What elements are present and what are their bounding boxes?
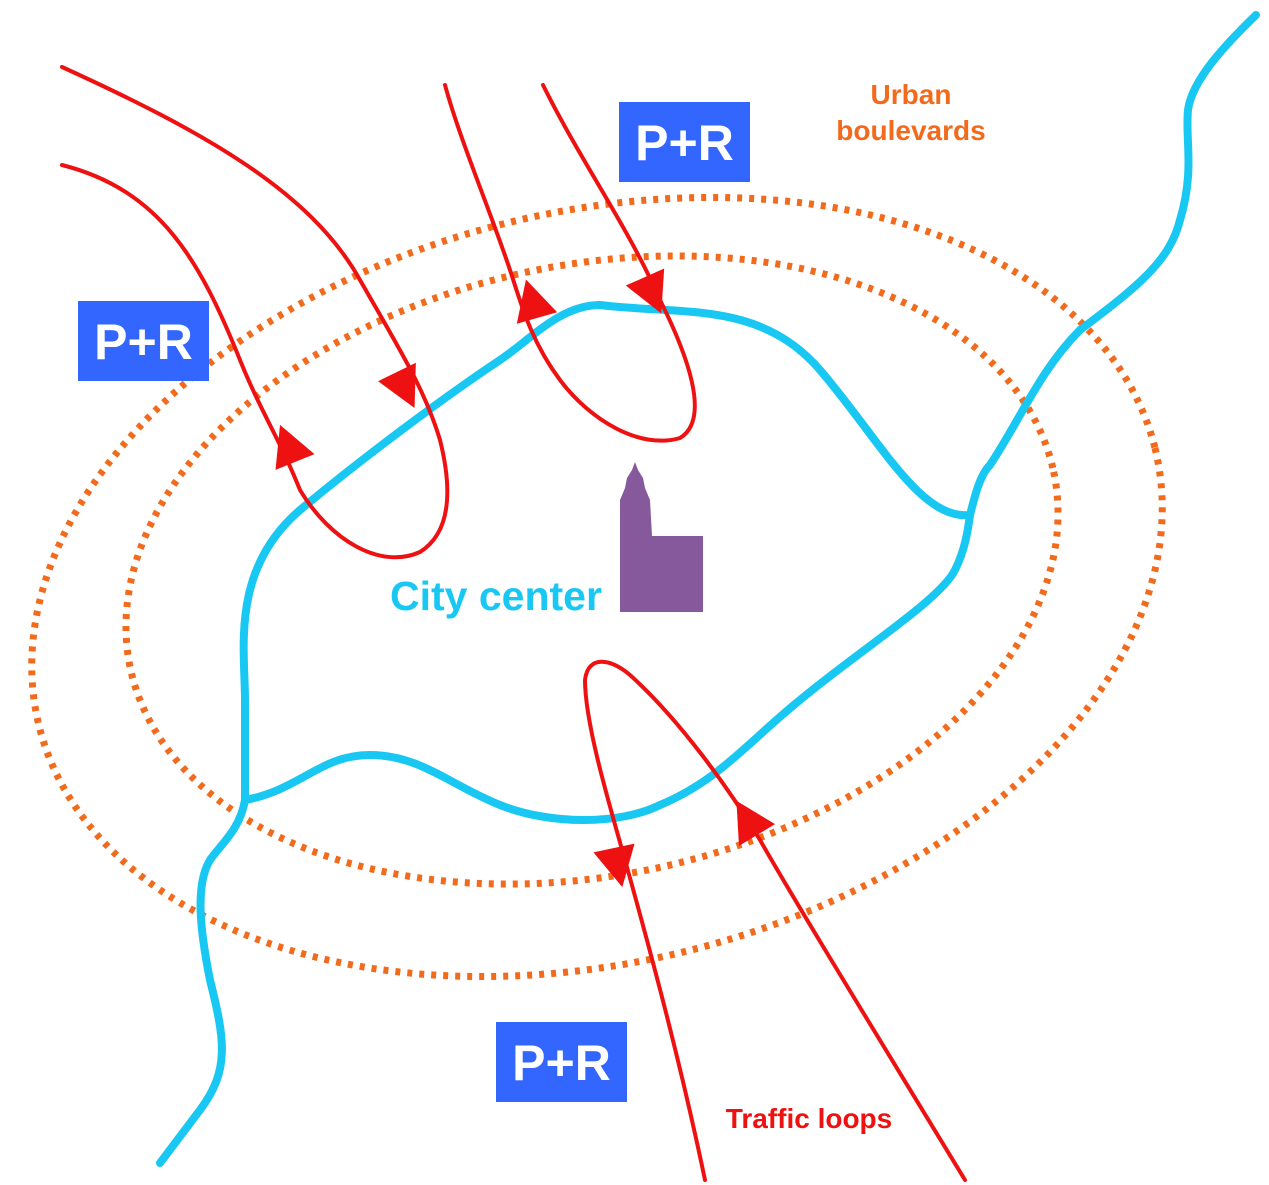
traffic-loop-north (443, 83, 697, 443)
park-and-ride-badge: P+R (78, 301, 209, 381)
traffic-loops-label: Traffic loops (726, 1103, 892, 1134)
river-upstream (966, 11, 1260, 519)
traffic-loop-west (60, 65, 450, 560)
park-and-ride-label: P+R (635, 115, 734, 171)
arrowhead-north-outbound (516, 279, 558, 324)
arrowhead-north-inbound (625, 268, 665, 314)
arrowhead-west-outbound (275, 424, 315, 470)
park-and-ride-badge: P+R (619, 102, 750, 182)
urban-boulevards-label-line1: Urban (871, 79, 952, 110)
church-icon (620, 462, 703, 612)
traffic-loops (60, 65, 967, 1182)
boulevard-inner-ring (122, 252, 1062, 888)
arrowhead-south-inbound (593, 843, 635, 888)
boulevard-outer-ring (28, 193, 1166, 981)
park-and-ride-label: P+R (94, 314, 193, 370)
arrowhead-west-inbound (378, 362, 416, 408)
urban-boulevards (28, 193, 1166, 981)
church-body (620, 462, 703, 612)
city-center-label: City center (390, 573, 602, 619)
park-and-ride-label: P+R (512, 1035, 611, 1091)
river (156, 11, 1260, 1167)
traffic-loop-south (582, 659, 967, 1182)
urban-boulevards-label-line2: boulevards (836, 115, 985, 146)
traffic-arrowheads (275, 268, 776, 888)
park-and-ride-badge: P+R (496, 1022, 627, 1102)
river-city-loop (239, 301, 974, 824)
river-downstream (156, 796, 249, 1167)
arrowhead-south-outbound (736, 800, 776, 846)
